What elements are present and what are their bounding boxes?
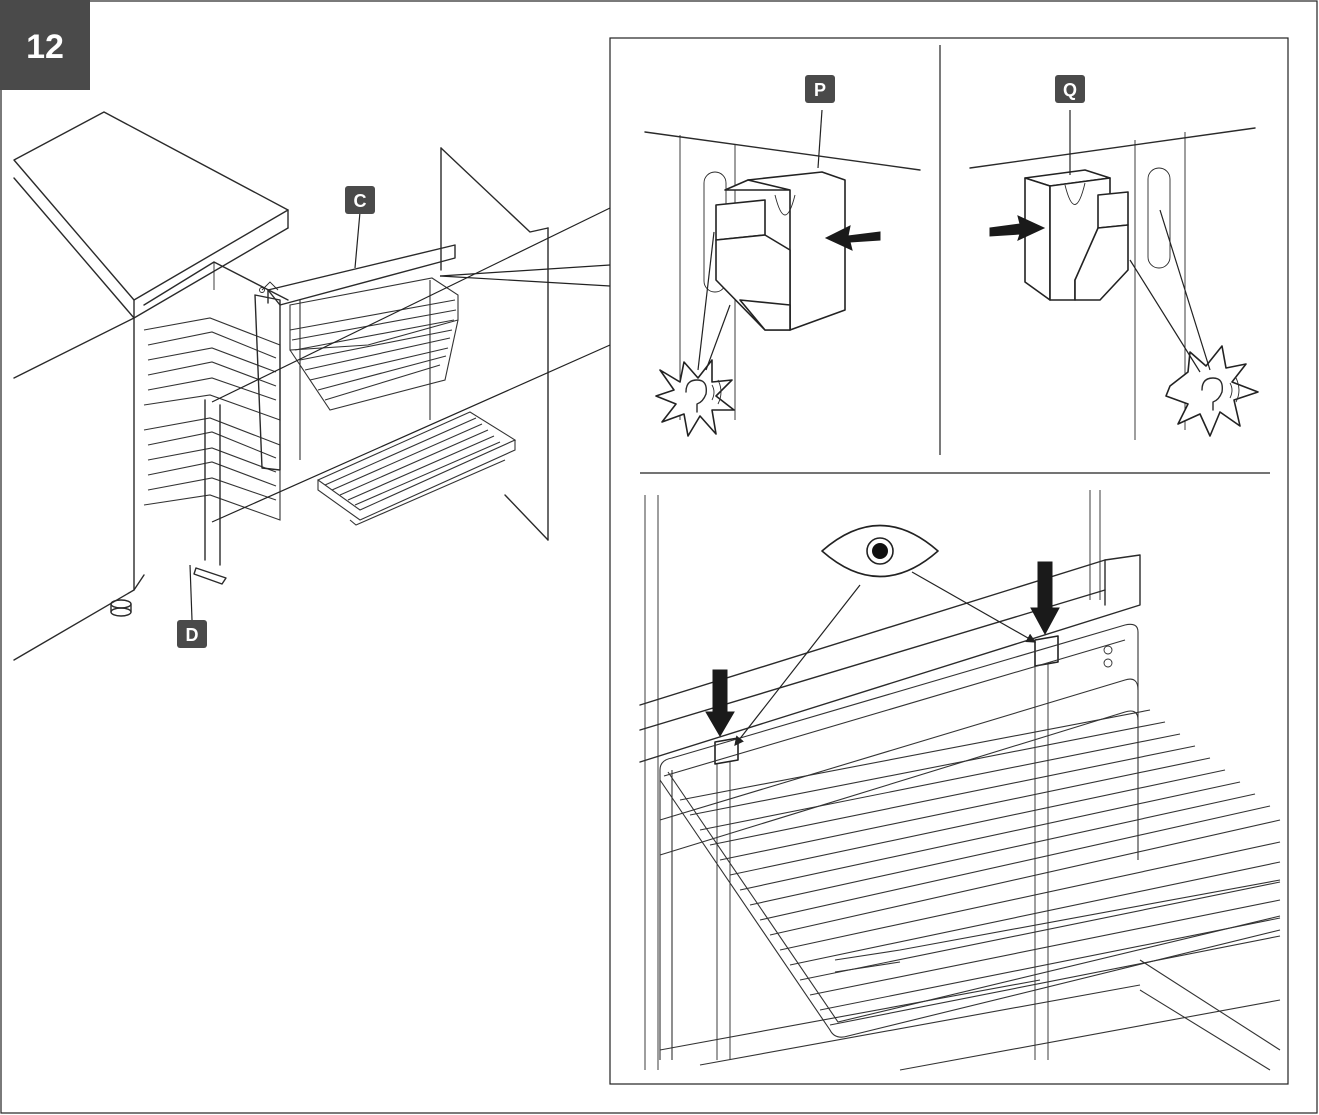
label-p: P	[805, 75, 835, 103]
detail-panel	[609, 37, 1289, 1085]
label-d: D	[177, 620, 207, 648]
ear-click-icon	[655, 359, 735, 437]
cabinet-overview	[13, 111, 611, 661]
detail-p	[644, 109, 921, 437]
svg-text:P: P	[814, 80, 826, 100]
detail-basket-check	[639, 490, 1281, 1071]
front-frame	[254, 244, 456, 471]
step-badge: 12	[0, 0, 90, 90]
label-c: C	[345, 186, 375, 214]
basket-shelf-wires	[679, 709, 1281, 1026]
detail-q	[969, 110, 1259, 440]
push-arrow-icon	[824, 225, 881, 251]
down-arrow-icon	[1030, 561, 1060, 636]
step-number: 12	[26, 28, 64, 66]
eye-icon	[821, 524, 939, 578]
svg-text:D: D	[186, 625, 199, 645]
down-arrow-icon	[705, 669, 735, 737]
left-basket	[143, 317, 281, 585]
svg-text:C: C	[354, 191, 367, 211]
ear-click-icon	[1165, 345, 1259, 437]
label-q: Q	[1055, 75, 1085, 103]
upper-basket	[289, 277, 459, 460]
push-arrow-icon	[989, 215, 1046, 241]
lower-basket	[316, 411, 517, 526]
svg-text:Q: Q	[1063, 80, 1077, 100]
